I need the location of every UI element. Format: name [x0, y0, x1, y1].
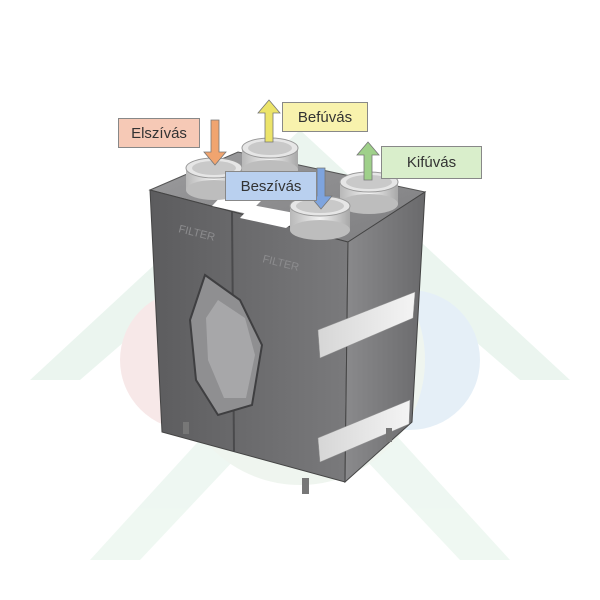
arrow-down-icon — [203, 119, 227, 166]
exhaust-air-label: Kifúvás — [381, 146, 482, 179]
arrow-up-icon — [257, 99, 281, 143]
arrow-up-icon — [356, 141, 380, 181]
intake-air-label: Beszívás — [225, 171, 317, 201]
supply-air-label: Befúvás — [282, 102, 368, 132]
extract-air-label: Elszívás — [118, 118, 200, 148]
ventilation-unit: FILTER FILTER — [148, 151, 427, 494]
